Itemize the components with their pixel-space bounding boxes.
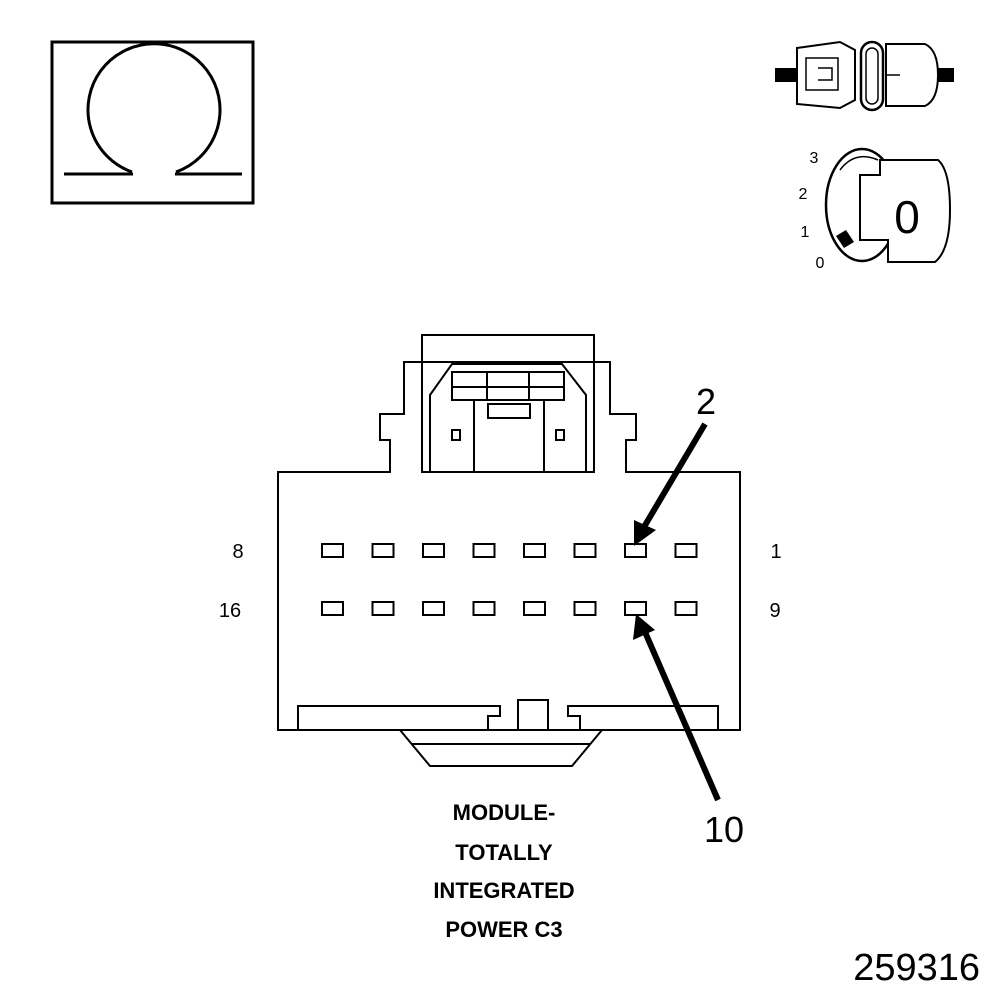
- omega-ohm-icon: [50, 40, 255, 205]
- pin-cavity: [624, 543, 647, 558]
- pin-cavity: [422, 543, 445, 558]
- pin-cavity: [321, 601, 344, 616]
- callout-label-top: 2: [696, 381, 716, 422]
- row1-left-label: 8: [232, 541, 243, 563]
- pin-cavity: [573, 601, 597, 616]
- callout-arrow-bottom: [633, 614, 721, 802]
- key-label: 0: [894, 191, 920, 243]
- callout-label-bottom: 10: [704, 809, 744, 850]
- pin-cavity: [674, 601, 698, 616]
- connector-body: [277, 334, 741, 767]
- row2-left-label: 16: [219, 600, 241, 622]
- pin-cavity: [371, 601, 395, 616]
- pin-cavity: [573, 543, 597, 558]
- connector-title-line-3: INTEGRATED: [433, 878, 574, 903]
- row1-right-label: 1: [770, 541, 781, 563]
- ignition-position-2: 2: [799, 186, 808, 203]
- figure-number: 259316: [853, 947, 980, 989]
- pin-cavity: [523, 601, 546, 616]
- pin-cavity: [472, 601, 496, 616]
- pin-cavity: [371, 543, 395, 558]
- ignition-position-0: 0: [816, 255, 825, 272]
- connector-title-line-1: MODULE-: [453, 800, 556, 825]
- pin-cavity: [674, 543, 698, 558]
- connector-disconnected-icon: [775, 40, 954, 112]
- callout-arrow-top: [634, 422, 708, 546]
- row2-right-label: 9: [769, 600, 780, 622]
- connector-title-line-4: POWER C3: [445, 917, 562, 942]
- connector-title-line-2: TOTALLY: [455, 840, 553, 865]
- pin-cavity: [422, 601, 445, 616]
- ignition-position-1: 1: [801, 224, 810, 241]
- ignition-position-3: 3: [810, 150, 819, 167]
- pin-cavity: [472, 543, 496, 558]
- pin-cavity: [523, 543, 546, 558]
- pin-cavities: [321, 543, 698, 616]
- pin-cavity: [321, 543, 344, 558]
- ignition-key-icon: 0 3 2 1 0: [799, 147, 952, 272]
- pin-cavity: [624, 601, 647, 616]
